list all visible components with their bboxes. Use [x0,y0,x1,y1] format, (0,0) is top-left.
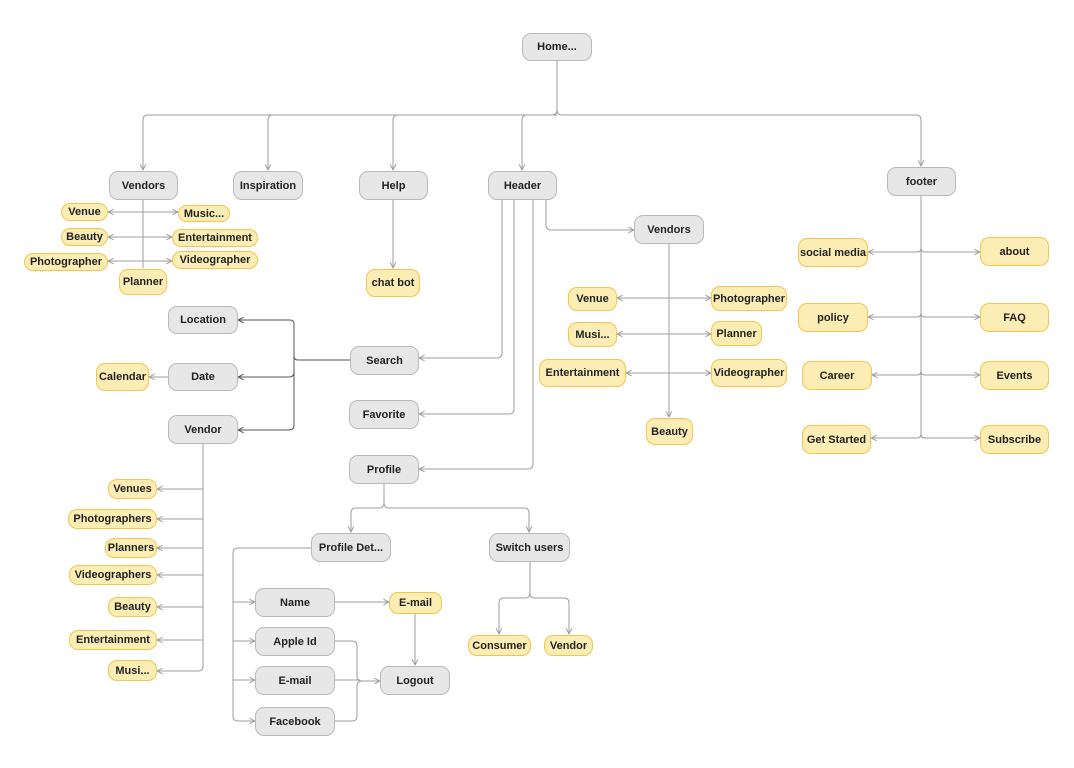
edge-footer-policy [868,312,922,317]
node-header-vendors[interactable]: Vendors [634,215,704,244]
node-consumer[interactable]: Consumer [468,635,531,656]
node-location[interactable]: Location [168,306,238,334]
node-beauty-1[interactable]: Beauty [61,228,108,246]
edge-footer-faq [920,312,980,317]
node-about[interactable]: about [980,237,1049,266]
node-venue-1[interactable]: Venue [61,203,108,221]
node-home[interactable]: Home... [522,33,592,61]
node-music-2[interactable]: Musi... [568,322,617,347]
node-social-media[interactable]: social media [798,238,868,267]
node-policy[interactable]: policy [798,303,868,332]
edge-home-header [522,109,558,170]
edge-header-vendors [545,200,634,230]
edge-header-search [419,200,503,358]
edge-home-inspiration [268,114,557,170]
node-videographer-1[interactable]: Videographer [172,251,258,269]
node-planner-1[interactable]: Planner [119,269,167,295]
edge-switch-vendor [529,592,569,634]
edge-header-profile [419,200,534,469]
edge-footer-getstarted [871,433,922,438]
node-entertainment-3[interactable]: Entertainment [69,630,157,650]
node-help[interactable]: Help [359,171,428,200]
node-beauty-2[interactable]: Beauty [646,418,693,445]
edge-search-vendor [238,372,295,430]
edge-home-help [393,114,557,170]
node-planners[interactable]: Planners [105,538,157,558]
node-entertainment-1[interactable]: Entertainment [172,229,258,247]
edge-search-trunk [238,319,350,361]
node-header[interactable]: Header [488,171,557,200]
edge-footer-social [868,247,922,252]
edge-profile-switch [383,502,529,532]
node-venue-2[interactable]: Venue [568,287,617,311]
node-email-gray[interactable]: E-mail [255,666,335,695]
node-faq[interactable]: FAQ [980,303,1049,332]
node-chat-bot[interactable]: chat bot [366,269,420,297]
node-inspiration[interactable]: Inspiration [233,171,303,200]
node-vendors[interactable]: Vendors [109,171,178,200]
node-photographer-2[interactable]: Photographer [711,286,787,311]
node-videographer-2[interactable]: Videographer [711,359,787,387]
node-venues[interactable]: Venues [108,479,157,499]
node-planner-2[interactable]: Planner [711,321,762,346]
node-footer[interactable]: footer [887,167,956,196]
node-email-yellow[interactable]: E-mail [389,592,442,614]
node-apple-id[interactable]: Apple Id [255,627,335,656]
node-subscribe[interactable]: Subscribe [980,425,1049,454]
node-career[interactable]: Career [802,361,872,390]
node-music-3[interactable]: Musi... [108,660,157,681]
node-facebook[interactable]: Facebook [255,707,335,736]
node-events[interactable]: Events [980,361,1049,390]
node-beauty-3[interactable]: Beauty [108,597,157,617]
edge-search-date [238,356,295,377]
edge-profile-details [351,484,385,532]
node-profile[interactable]: Profile [349,455,419,484]
node-search[interactable]: Search [350,346,419,375]
node-favorite[interactable]: Favorite [349,400,419,429]
node-photographers[interactable]: Photographers [68,509,157,529]
node-photographer-1[interactable]: Photographer [24,253,108,271]
edge-header-favorite [419,200,515,414]
node-music-1[interactable]: Music... [178,205,230,222]
edge-footer-about [920,247,980,252]
edge-footer-subscribe [920,433,980,438]
edge-vendor-trunk [197,444,204,672]
node-calendar[interactable]: Calendar [96,363,149,391]
edge-switch-consumer [499,562,531,634]
node-vendor-user[interactable]: Vendor [544,635,593,656]
edge-facebook-logout [335,680,363,722]
edge-appleid-logout [335,640,380,681]
node-entertainment-2[interactable]: Entertainment [539,359,626,387]
node-vendor[interactable]: Vendor [168,415,238,444]
node-profile-details[interactable]: Profile Det... [311,533,391,562]
node-switch-users[interactable]: Switch users [489,533,570,562]
edge-home-footer [556,109,921,166]
node-get-started[interactable]: Get Started [802,425,871,454]
node-logout[interactable]: Logout [380,666,450,695]
edge-footer-events [920,370,980,375]
node-videographers[interactable]: Videographers [69,565,157,585]
edge-pd-trunk [232,547,311,722]
edge-footer-career [872,370,922,375]
node-name[interactable]: Name [255,588,335,617]
node-date[interactable]: Date [168,363,238,391]
